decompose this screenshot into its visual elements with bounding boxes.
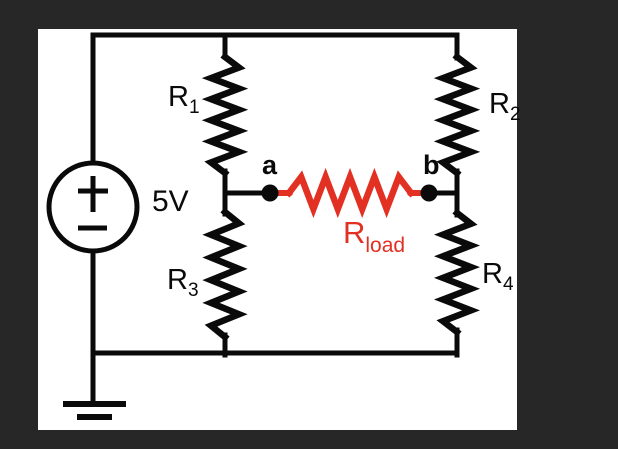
resistor-load-label: Rload — [343, 215, 405, 257]
resistor-r3 — [202, 207, 248, 342]
resistor-r2 — [433, 52, 481, 178]
resistor-load — [284, 167, 416, 219]
resistor-r3-label-base: R — [167, 264, 188, 296]
node-b-label: b — [423, 150, 440, 180]
resistor-r2-label-sub: 2 — [510, 104, 521, 125]
node-a-dot — [261, 184, 279, 202]
resistor-r4-label-base: R — [482, 258, 503, 290]
resistor-r3-label: R3 — [167, 264, 199, 301]
resistor-r1 — [201, 52, 249, 178]
resistor-r4-label: R4 — [482, 258, 514, 295]
resistor-r3-label-sub: 3 — [188, 280, 199, 301]
resistor-r4 — [433, 208, 481, 337]
resistor-r1-label: R1 — [168, 81, 200, 118]
resistor-load-label-sub: load — [365, 234, 405, 257]
voltage-source-label: 5V — [152, 185, 189, 218]
node-a-label: a — [262, 150, 278, 180]
resistor-load-label-base: R — [343, 215, 365, 250]
resistor-r2-label-base: R — [489, 88, 510, 120]
resistor-r1-label-base: R — [168, 81, 189, 113]
resistor-r1-label-sub: 1 — [189, 97, 200, 118]
node-b-dot — [420, 184, 438, 202]
resistor-r4-label-sub: 4 — [503, 274, 514, 295]
resistor-r2-label: R2 — [489, 88, 521, 125]
wire-top-loop — [90, 32, 460, 167]
